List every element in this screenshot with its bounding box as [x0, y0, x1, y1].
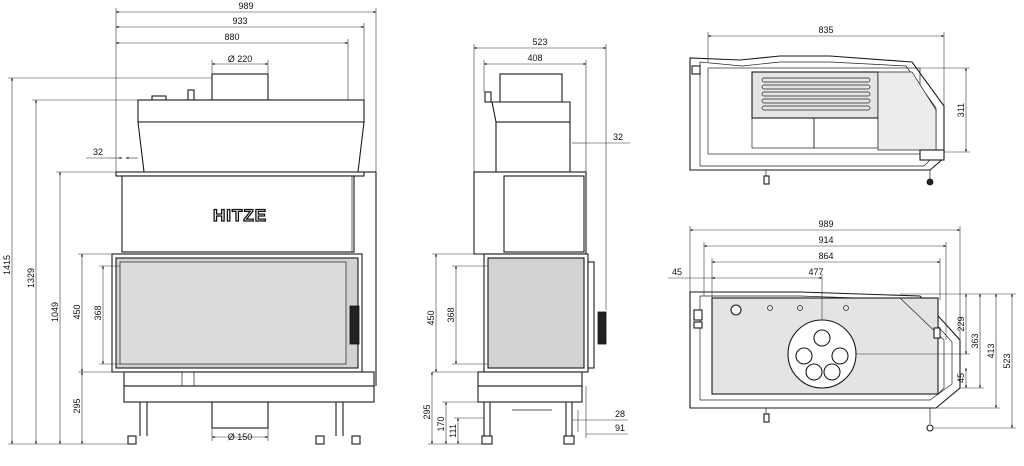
brand-logo: HITZE [213, 206, 267, 225]
dim-side-top-offset: 32 [613, 132, 623, 142]
dim-plan-depth-a: 229 [956, 316, 966, 331]
dim-side-foot-a: 28 [615, 409, 625, 419]
dim-base-height: 295 [72, 398, 82, 413]
dim-side-depth-total: 523 [532, 37, 547, 47]
dim-plan-depth-b: 363 [970, 333, 980, 348]
dim-front-width-outer: 989 [238, 1, 253, 11]
firebrick-pattern [761, 77, 871, 111]
dim-top-width: 835 [818, 25, 833, 35]
dim-plan-depth-total: 523 [1002, 353, 1012, 368]
dim-side-base-height: 295 [422, 404, 432, 419]
dim-plan-left-offset: 45 [672, 267, 682, 277]
bottom-plan-view: 989 914 864 477 45 229 363 413 523 45 [668, 219, 1016, 432]
dim-height-frame: 1049 [50, 302, 60, 322]
dim-height-body: 1329 [26, 268, 36, 288]
dim-side-depth-flue: 408 [527, 53, 542, 63]
dim-top-depth: 311 [956, 103, 966, 117]
dim-height-total: 1415 [2, 255, 12, 275]
dim-plan-width-mid: 914 [818, 235, 833, 245]
front-view: HITZE 989 933 880 Ø 220 1415 1329 1049 4… [2, 1, 377, 445]
dim-door-inner: 368 [93, 305, 103, 320]
dim-plan-depth-c: 413 [986, 343, 996, 358]
dim-side-foot-b: 91 [615, 423, 625, 433]
dim-front-width-inner: 880 [224, 32, 239, 42]
dim-front-width-mid: 933 [232, 16, 247, 26]
dim-plan-center-offset: 477 [808, 267, 823, 277]
dim-side-door-inner: 368 [446, 307, 456, 322]
dim-side-offset: 32 [93, 147, 103, 157]
dim-door-outer: 450 [72, 304, 82, 319]
dim-plan-width-outer: 989 [818, 219, 833, 229]
dim-air-inlet-diameter: Ø 150 [228, 432, 253, 442]
top-view: 835 311 [689, 25, 970, 186]
dim-flue-diameter: Ø 220 [228, 54, 253, 64]
dim-side-leg-a: 170 [436, 416, 446, 431]
dim-side-door-outer: 450 [426, 310, 436, 325]
dim-plan-small-offset: 45 [956, 373, 966, 383]
dim-side-leg-b: 111 [448, 424, 458, 438]
side-view: 523 408 32 450 368 295 170 111 28 91 [422, 37, 630, 445]
dim-plan-width-inner: 864 [818, 251, 833, 261]
